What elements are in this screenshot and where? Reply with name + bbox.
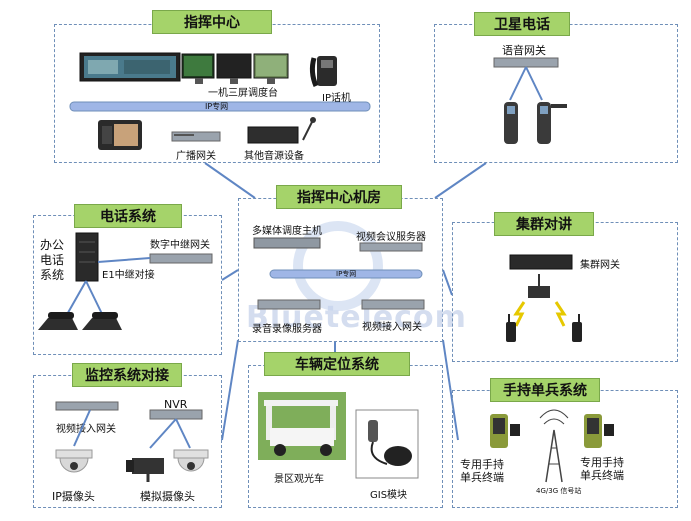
nvr-label: NVR [164,398,188,411]
sightseeing-car-label: 景区观光车 [274,474,324,485]
trunk-intercom-title: 集群对讲 [494,212,594,236]
video-access-gateway-icon [361,299,425,310]
room-ip-network-label: IP专网 [336,270,357,278]
rugged-phone-icon [490,414,614,448]
vehicle-positioning-title: 车辆定位系统 [264,352,410,376]
ip-phone-label: IP话机 [322,93,351,104]
link-command-center [204,162,256,199]
signal-tower-label: 4G/3G 信号站 [536,487,582,495]
satellite-phone-title: 卫星电话 [474,12,570,36]
trunk-gateway-icon [509,254,573,270]
dispatch-monitors-icon [181,53,289,84]
video-terminal-icon [98,120,142,150]
video-conf-server-icon [359,242,423,252]
signal-tower-icon [539,409,569,483]
desk-phone-icon [38,312,122,330]
sightseeing-car-icon [258,392,346,460]
link-monitor [221,339,239,441]
e1-relay-label: E1中继对接 [102,270,155,281]
link-satellite [434,162,487,199]
gis-module-icon [368,420,412,466]
trunk-gateway-label: 集群网关 [580,260,620,271]
monitor-gateway-icon [55,401,119,411]
voice-gateway-label: 语音网关 [502,44,546,57]
room-video-gateway-label: 视频接入网关 [362,322,422,333]
walkie-talkie-icon [506,314,582,342]
lightning-icon [513,301,526,327]
audio-device-icon [247,117,316,144]
handheld-left-label: 专用手持 单兵终端 [460,458,504,484]
monitor-video-gateway-label: 视频接入网关 [56,424,116,435]
video-wall-icon [79,52,181,82]
ip-phone-icon [309,56,337,87]
gis-module-frame [355,409,419,479]
handheld-system-title: 手持单兵系统 [490,378,600,402]
link-handheld [442,339,459,441]
recording-server-label: 录音录像服务器 [252,324,322,335]
room-ip-bus [269,269,423,279]
dispatch-console-label: 一机三屏调度台 [208,88,278,99]
analog-camera-label: 模拟摄像头 [140,490,195,503]
office-phone-label: 办公 电话 系统 [40,238,65,282]
multimedia-host-icon [253,237,321,249]
broadcast-gateway-icon [171,131,221,142]
video-conf-server-label: 视频会议服务器 [356,232,426,243]
monitor-docking-title: 监控系统对接 [72,363,182,387]
gis-module-label: GIS模块 [370,490,408,501]
bullet-camera-icon [126,458,164,482]
base-station-icon [528,274,550,298]
link-trunk [442,269,453,296]
link-phone-system [221,269,239,281]
ip-network-bus [69,101,371,112]
command-center-title: 指挥中心 [152,10,272,34]
multimedia-host-label: 多媒体调度主机 [252,226,322,237]
satellite-handset-icon [504,102,567,144]
handheld-right-label: 专用手持 单兵终端 [580,456,624,482]
phone-system-title: 电话系统 [74,204,182,228]
ip-camera-label: IP摄像头 [52,490,95,503]
ip-network-label: IP专网 [205,102,229,111]
audio-device-label: 其他音源设备 [244,151,304,162]
dome-camera-icon [55,449,209,473]
broadcast-gateway-label: 广播网关 [176,151,216,162]
command-room-title: 指挥中心机房 [276,185,402,209]
digital-relay-label: 数字中继网关 [150,240,210,251]
recording-server-icon [257,299,321,310]
